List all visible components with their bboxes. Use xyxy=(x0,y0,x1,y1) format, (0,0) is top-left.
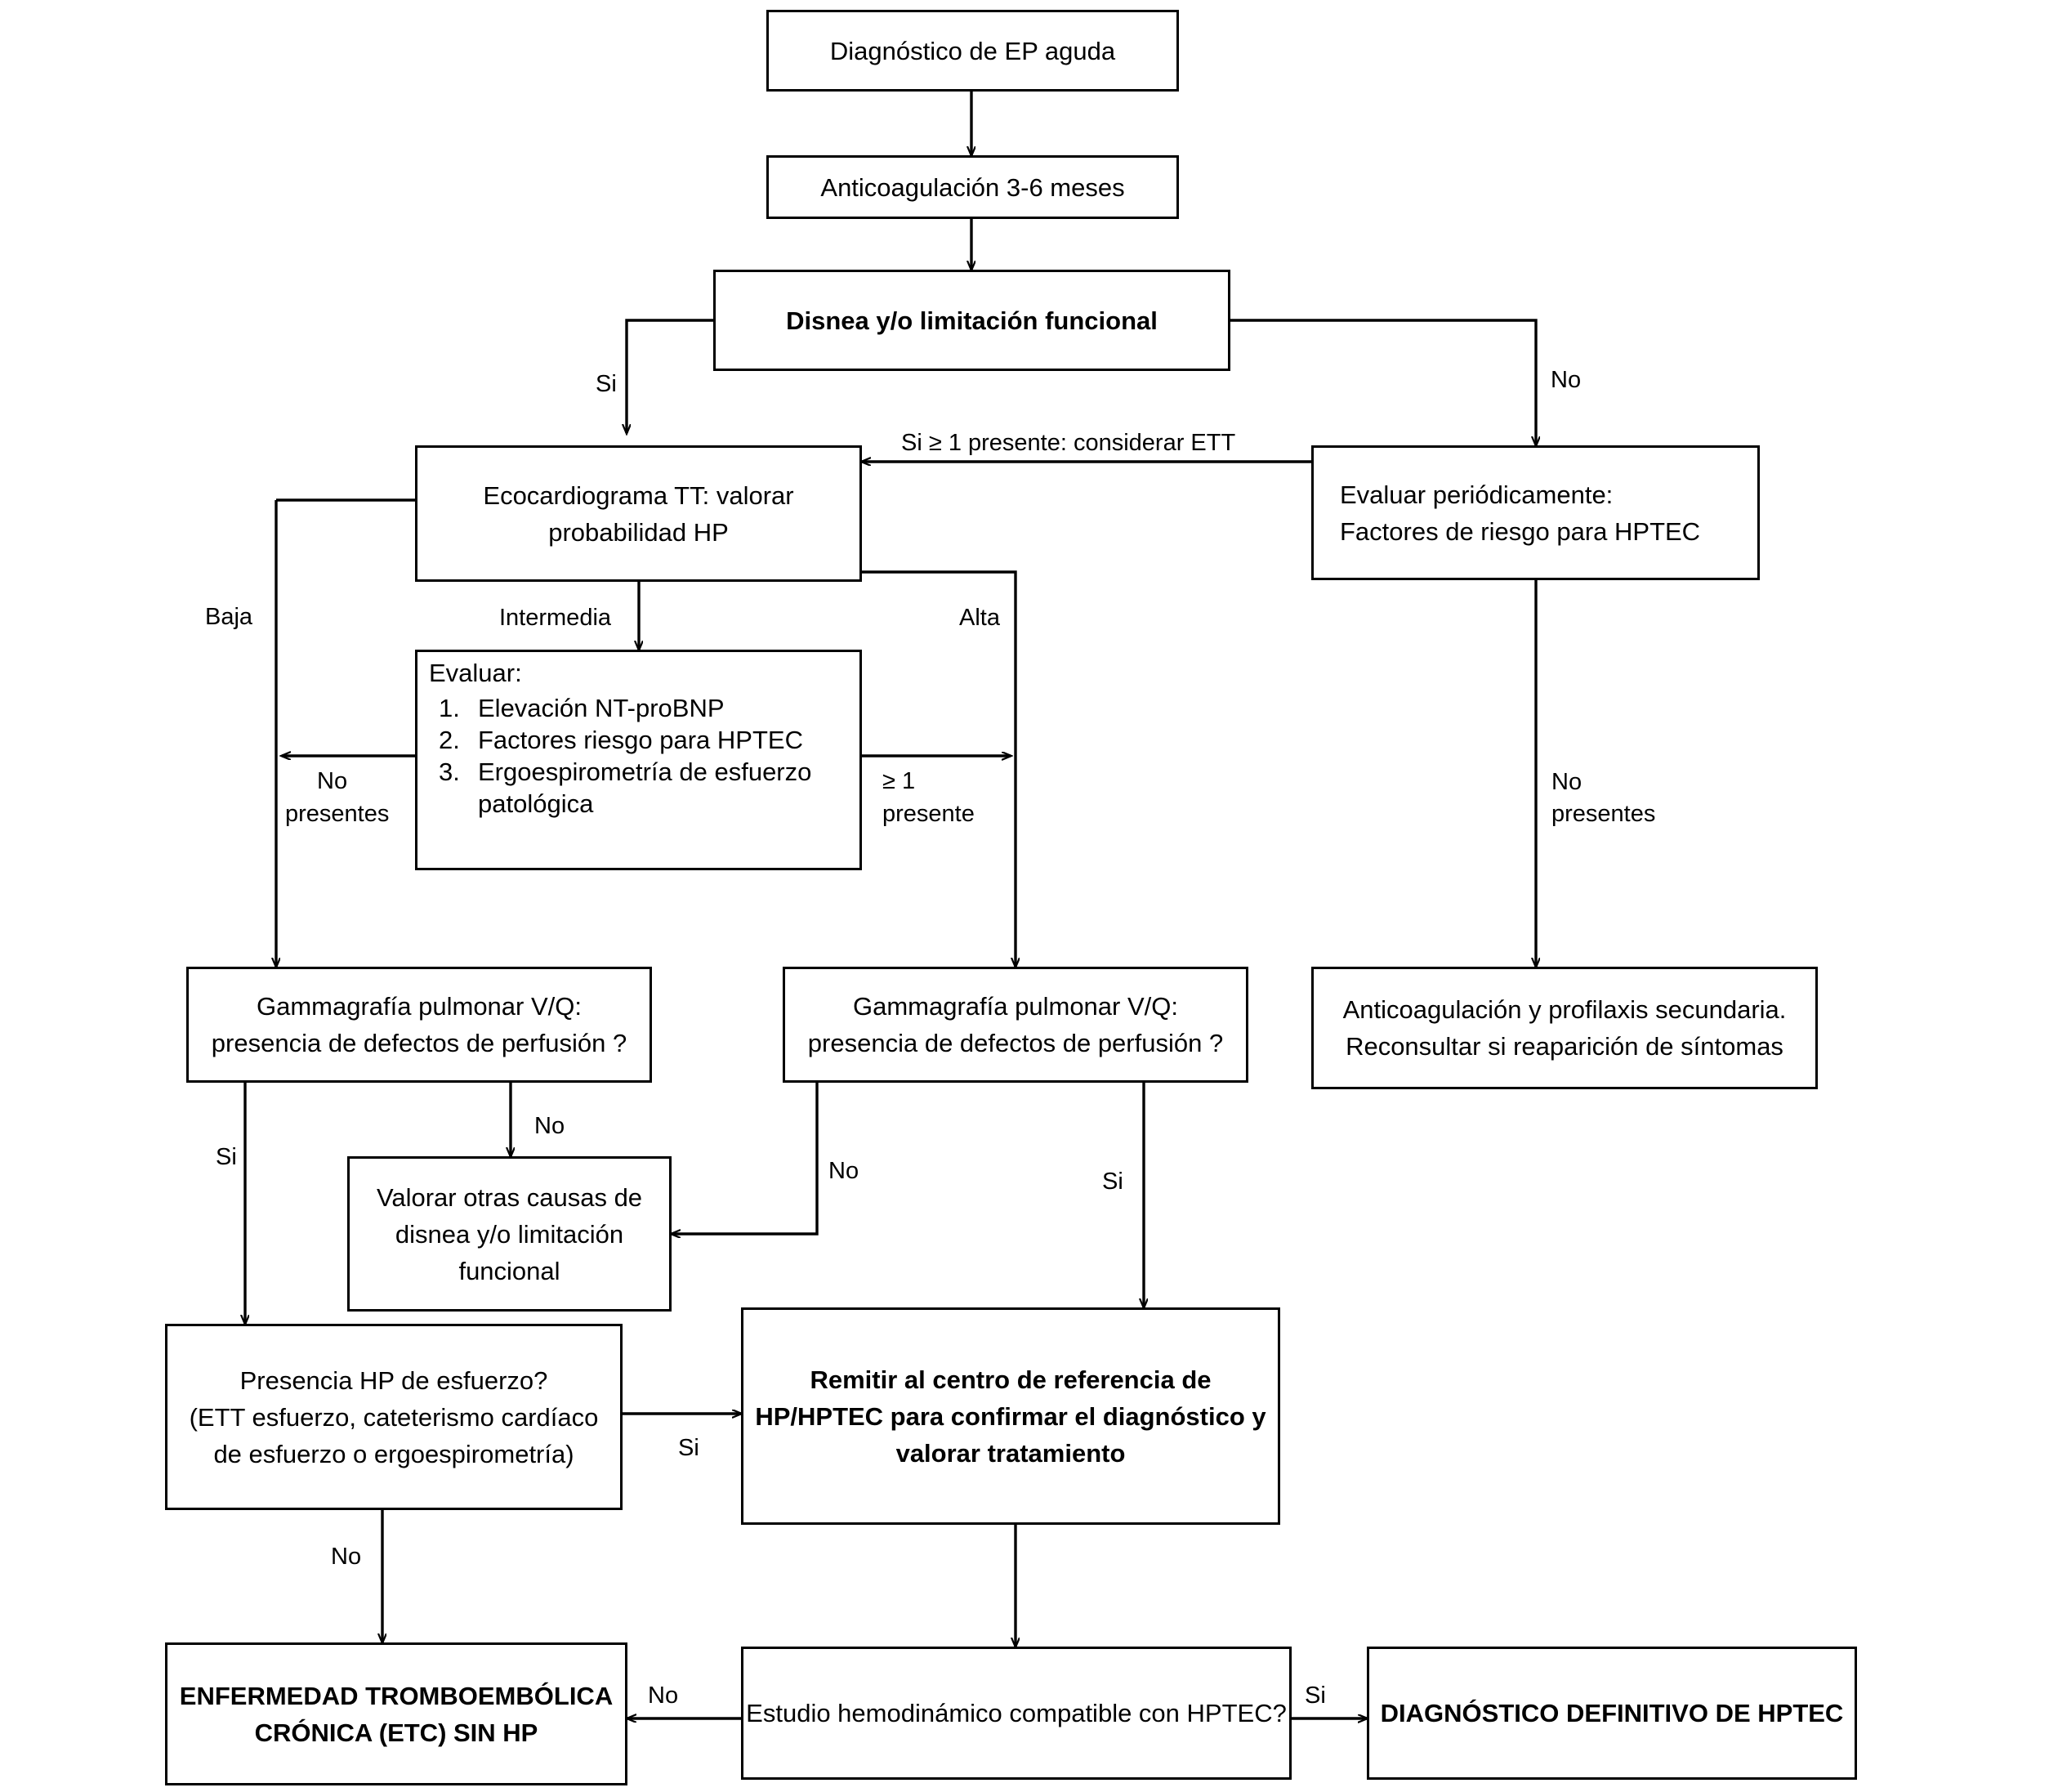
list-item-number: 2. xyxy=(439,726,460,754)
node-valorar-otras-causas[interactable]: Valorar otras causas de disnea y/o limit… xyxy=(347,1156,672,1312)
node-text-line-2: probabilidad HP xyxy=(548,517,729,547)
node-text-line-2: CRÓNICA (ETC) SIN HP xyxy=(254,1718,538,1747)
node-text-line-1: Ecocardiograma TT: valorar xyxy=(483,480,794,510)
edge-disnea-no xyxy=(1230,319,1536,445)
node-text-line-3: funcional xyxy=(458,1256,560,1285)
node-text-line-2: presencia de defectos de perfusión ? xyxy=(211,1029,627,1057)
edge-label-no-presentes-derecha-linea2: presentes xyxy=(1551,801,1656,827)
edge-label-probabilidad-alta: Alta xyxy=(959,605,1000,631)
edge-label-hp-esfuerzo-si: Si xyxy=(678,1435,699,1461)
list-item-number: 1. xyxy=(439,694,460,722)
list-item-text-cont: patológica xyxy=(478,789,594,818)
edge-label-gammagrafia-centro-no: No xyxy=(828,1158,859,1184)
node-gammagrafia-izquierda[interactable]: Gammagrafía pulmonar V/Q: presencia de d… xyxy=(186,967,652,1083)
node-text-line-1: Valorar otras causas de xyxy=(376,1182,643,1212)
node-text-line-2: Reconsultar si reaparición de síntomas xyxy=(1346,1032,1783,1061)
node-text-line-2: HP/HPTEC para confirmar el diagnóstico y xyxy=(755,1401,1266,1431)
node-diagnostico-definitivo-hptec[interactable]: DIAGNÓSTICO DEFINITIVO DE HPTEC xyxy=(1367,1647,1857,1780)
node-anticoagulacion-profilaxis[interactable]: Anticoagulación y profilaxis secundaria.… xyxy=(1311,967,1818,1089)
evaluar-list: 1. Elevación NT-proBNP 2. Factores riesgo … xyxy=(429,689,811,816)
edge-label-hemodinamico-si: Si xyxy=(1305,1683,1326,1709)
node-etc-sin-hp[interactable]: ENFERMEDAD TROMBOEMBÓLICA CRÓNICA (ETC) … xyxy=(165,1642,627,1785)
node-text-line-2: presencia de defectos de perfusión ? xyxy=(807,1029,1224,1057)
node-text: Diagnóstico de EP aguda xyxy=(829,36,1116,65)
node-text: Anticoagulación 3-6 meses xyxy=(820,172,1125,202)
node-anticoagulacion-3-6-meses[interactable]: Anticoagulación 3-6 meses xyxy=(766,155,1179,219)
list-item: 1. Elevación NT-proBNP xyxy=(439,689,811,721)
node-evaluar-periodicamente[interactable]: Evaluar periódicamente: Factores de ries… xyxy=(1311,445,1760,580)
edge-prob-alta xyxy=(862,570,1016,967)
list-item-number: 3. xyxy=(439,757,460,786)
edge-label-gammagrafia-izq-no: No xyxy=(534,1113,565,1139)
node-text-line-1: Presencia HP de esfuerzo? xyxy=(239,1365,548,1395)
edge-label-hemodinamico-no: No xyxy=(648,1683,679,1709)
node-text-line-1: Gammagrafía pulmonar V/Q: xyxy=(853,992,1178,1021)
node-text: DIAGNÓSTICO DEFINITIVO DE HPTEC xyxy=(1380,1699,1844,1727)
edge-label-considerar-ett: Si ≥ 1 presente: considerar ETT xyxy=(901,430,1236,456)
node-gammagrafia-centro[interactable]: Gammagrafía pulmonar V/Q: presencia de d… xyxy=(783,967,1248,1083)
list-item-text: Factores riesgo para HPTEC xyxy=(478,726,803,754)
list-item: 2. Factores riesgo para HPTEC xyxy=(439,721,811,753)
edge-label-uno-presente-linea1: ≥ 1 xyxy=(882,768,916,794)
node-text-line-1: Remitir al centro de referencia de xyxy=(810,1365,1212,1394)
node-text-line-1: Evaluar periódicamente: xyxy=(1340,480,1614,509)
node-remitir-centro-referencia[interactable]: Remitir al centro de referencia de HP/HP… xyxy=(741,1307,1280,1525)
node-disnea-limitacion-funcional[interactable]: Disnea y/o limitación funcional xyxy=(713,270,1230,371)
list-header: Evaluar: xyxy=(429,659,522,687)
edge-label-probabilidad-intermedia: Intermedia xyxy=(499,605,612,631)
node-text: Estudio hemodinámico compatible con HPTE… xyxy=(746,1699,1287,1727)
node-text-line-3: de esfuerzo o ergoespirometría) xyxy=(213,1439,574,1468)
edge-label-probabilidad-baja: Baja xyxy=(205,604,253,630)
edge-label-no-presentes-derecha-linea1: No xyxy=(1551,769,1583,795)
edge-label-disnea-no: No xyxy=(1551,367,1582,393)
edge-gammacentro-no xyxy=(672,1083,819,1234)
node-ecocardiograma-tt[interactable]: Ecocardiograma TT: valorar probabilidad … xyxy=(415,445,862,582)
edge-label-hp-esfuerzo-no: No xyxy=(331,1544,362,1570)
node-text-line-1: Anticoagulación y profilaxis secundaria. xyxy=(1342,995,1787,1024)
list-item-text: Elevación NT-proBNP xyxy=(478,694,725,722)
node-diagnostico-ep-aguda[interactable]: Diagnóstico de EP aguda xyxy=(766,10,1179,92)
node-text-line-2: (ETT esfuerzo, cateterismo cardíaco xyxy=(189,1402,599,1432)
edge-label-gammagrafia-centro-si: Si xyxy=(1102,1169,1123,1195)
node-estudio-hemodinamico[interactable]: Estudio hemodinámico compatible con HPTE… xyxy=(741,1647,1292,1780)
edge-label-uno-presente-linea2: presente xyxy=(882,801,975,827)
list-item-text: Ergoespirometría de esfuerzo xyxy=(478,757,812,786)
node-evaluar-lista[interactable]: Evaluar: 1. Elevación NT-proBNP 2. Factore… xyxy=(415,650,862,870)
edge-label-no-presentes-izquierda-linea2: presentes xyxy=(285,801,390,827)
node-text-line-2: disnea y/o limitación xyxy=(395,1219,624,1249)
edge-label-gammagrafia-izq-si: Si xyxy=(216,1144,237,1170)
node-presencia-hp-esfuerzo[interactable]: Presencia HP de esfuerzo? (ETT esfuerzo,… xyxy=(165,1324,623,1510)
node-text-line-3: valorar tratamiento xyxy=(895,1438,1126,1468)
node-text-line-2: Factores de riesgo para HPTEC xyxy=(1340,516,1701,546)
node-text-line-1: Gammagrafía pulmonar V/Q: xyxy=(257,992,582,1021)
node-text: Disnea y/o limitación funcional xyxy=(786,306,1158,335)
node-text-line-1: ENFERMEDAD TROMBOEMBÓLICA xyxy=(179,1681,614,1710)
edge-label-no-presentes-izquierda-linea1: No xyxy=(317,768,348,794)
edge-label-disnea-si: Si xyxy=(596,371,617,397)
list-item: 3. Ergoespirometría de esfuerzo patológic… xyxy=(439,753,811,816)
edge-disnea-si xyxy=(627,319,713,433)
